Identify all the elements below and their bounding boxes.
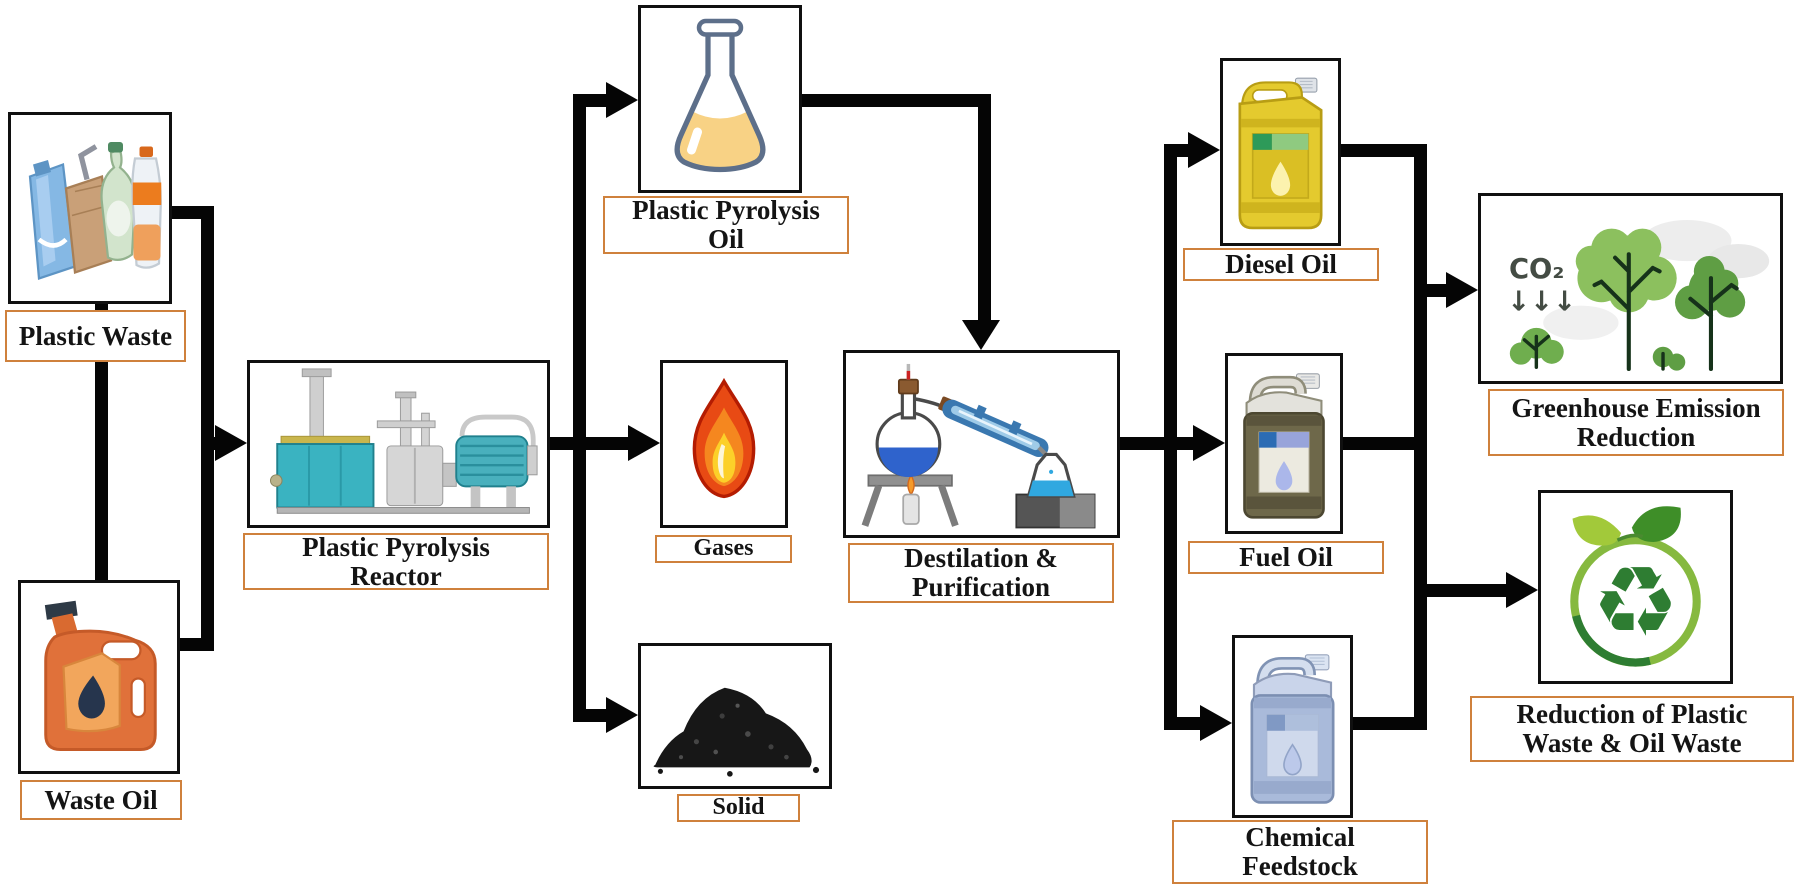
plastic-waste-image — [8, 112, 172, 304]
connector-diesel-to-collector — [1341, 144, 1427, 157]
connector-chemical-to-collector — [1353, 717, 1427, 730]
pyrolysis-reactor-label-line1: Plastic Pyrolysis — [302, 531, 490, 562]
solid-image — [638, 643, 832, 789]
erlenmeyer-flask-icon — [674, 18, 766, 173]
arrowhead-into-pyrolysis-oil — [606, 82, 638, 118]
connector-waste-oil-to-trunk — [178, 638, 214, 651]
arrowhead-into-fuel — [1193, 425, 1225, 461]
greenhouse-label-line1: Greenhouse Emission — [1511, 392, 1761, 423]
arrowhead-into-distillation — [962, 320, 1000, 350]
connector-trunk-to-reactor — [201, 437, 217, 450]
gases-label-text: Gases — [693, 535, 754, 562]
arrowhead-into-waste-reduction — [1506, 572, 1538, 608]
chemical-feedstock-image — [1232, 635, 1353, 818]
waste-oil-label-text: Waste Oil — [44, 784, 158, 815]
arrowhead-into-diesel — [1188, 132, 1220, 168]
greenhouse-label-line2: Reduction — [1576, 421, 1696, 452]
gases-label: Gases — [655, 535, 792, 563]
connector-branch-to-chemical — [1164, 717, 1202, 730]
waste-oil-image — [18, 580, 180, 774]
diesel-can-icon — [1238, 77, 1323, 230]
connector-flask-to-corner — [800, 94, 991, 107]
plastic-waste-label: Plastic Waste — [5, 310, 186, 362]
chemical-feedstock-label: Chemical Feedstock — [1172, 820, 1428, 884]
diesel-oil-label-text: Diesel Oil — [1225, 249, 1337, 280]
waste-reduction-image: ♻ — [1538, 490, 1733, 684]
plastic-waste-icon — [28, 142, 162, 281]
pyrolysis-reactor-icon — [270, 368, 538, 514]
pyrolysis-oil-label-line2: Oil — [707, 224, 744, 254]
char-pile-icon — [653, 687, 820, 777]
gases-image — [660, 360, 788, 528]
waste-oil-label: Waste Oil — [20, 780, 182, 820]
greenhouse-image: CO₂ ↓↓↓ — [1478, 193, 1783, 384]
pyrolysis-reactor-image — [247, 360, 550, 528]
pyrolysis-reactor-label-line2: Reactor — [350, 560, 442, 591]
solid-label-text: Solid — [712, 794, 765, 821]
waste-oil-jug-icon — [44, 600, 157, 751]
flame-icon — [692, 377, 756, 499]
connector-branch-to-solid — [573, 709, 610, 722]
pyrolysis-oil-label-line1: Plastic Pyrolysis — [632, 195, 820, 226]
arrowhead-into-gases — [628, 425, 660, 461]
pyrolysis-oil-image — [638, 5, 802, 193]
co2-down-arrows: ↓↓↓ — [1507, 287, 1576, 318]
co2-text: CO₂ — [1509, 254, 1564, 285]
chemical-can-icon — [1250, 654, 1335, 804]
connector-distillation-out — [1120, 437, 1177, 450]
distillation-label-line2: Purification — [912, 572, 1050, 602]
arrowhead-into-chemical — [1200, 705, 1232, 741]
pyrolysis-reactor-label: Plastic Pyrolysis Reactor — [243, 531, 549, 591]
connector-collector-to-greenhouse — [1414, 284, 1448, 297]
distillation-apparatus-icon — [861, 363, 1096, 529]
fuel-oil-image — [1225, 353, 1343, 534]
fuel-oil-label-text: Fuel Oil — [1239, 542, 1333, 573]
connector-branch-to-fuel — [1164, 437, 1195, 450]
connector-outcome-collector — [1414, 144, 1427, 730]
waste-reduction-label: Reduction of Plastic Waste & Oil Waste — [1470, 696, 1794, 762]
connector-outputs-branch — [573, 94, 586, 722]
chemical-feedstock-label-line1: Chemical — [1245, 822, 1355, 853]
waste-reduction-label-line2: Waste & Oil Waste — [1522, 728, 1742, 758]
arrowhead-into-solid — [606, 697, 638, 733]
connector-branch-to-flask — [573, 94, 608, 107]
greenhouse-label: Greenhouse Emission Reduction — [1488, 389, 1784, 456]
plastic-waste-label-text: Plastic Waste — [18, 320, 173, 351]
waste-reduction-label-line1: Reduction of Plastic — [1516, 699, 1748, 730]
connector-collector-to-recycle — [1414, 584, 1507, 597]
connector-fuel-to-collector — [1343, 437, 1427, 450]
fuel-can-icon — [1243, 373, 1325, 519]
chemical-feedstock-label-line2: Feedstock — [1242, 851, 1358, 881]
distillation-label: Destilation & Purification — [848, 543, 1114, 603]
connector-corner-down — [978, 94, 991, 320]
distillation-image — [843, 350, 1120, 538]
distillation-label-line1: Destilation & — [904, 543, 1058, 574]
recycle-leaves-icon: ♻ — [1570, 506, 1701, 667]
connector-left-trunk — [201, 206, 214, 651]
trees-co2-icon: CO₂ ↓↓↓ — [1507, 220, 1770, 372]
recycle-symbol: ♻ — [1592, 546, 1679, 659]
connector-branch-to-diesel — [1164, 144, 1190, 157]
connector-reactor-to-gases — [547, 437, 630, 450]
arrowhead-into-reactor — [215, 425, 247, 461]
diesel-oil-label: Diesel Oil — [1183, 248, 1379, 281]
pyrolysis-oil-label: Plastic Pyrolysis Oil — [603, 196, 849, 254]
connector-plastic-waste-to-waste-oil — [95, 300, 108, 580]
solid-label: Solid — [677, 794, 800, 822]
diesel-oil-image — [1220, 58, 1341, 246]
fuel-oil-label: Fuel Oil — [1188, 541, 1384, 574]
arrowhead-into-greenhouse — [1446, 272, 1478, 308]
